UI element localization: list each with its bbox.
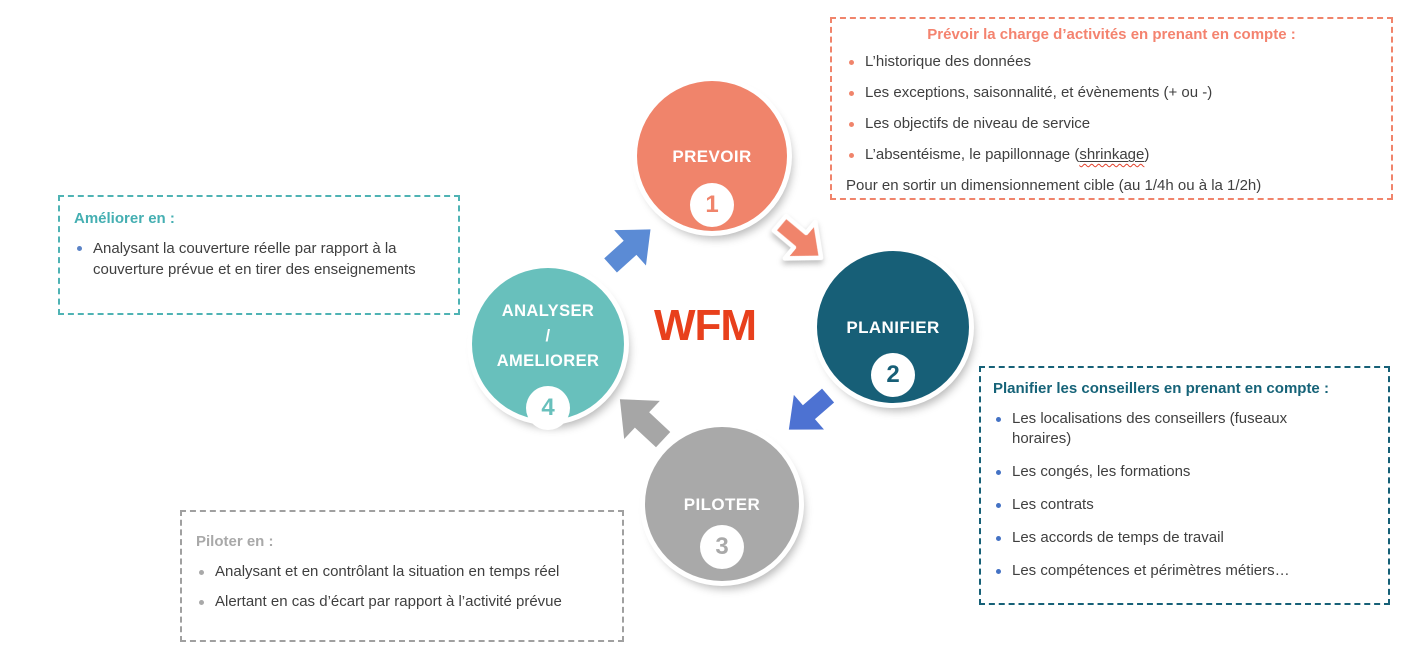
- bullet-text: Les compétences et périmètres métiers…: [1012, 562, 1290, 579]
- step-label-line: AMELIORER: [496, 351, 600, 370]
- note-planifier: Planifier les conseillers en prenant en …: [979, 366, 1390, 605]
- step-circle-planifier: PLANIFIER 2: [817, 251, 969, 403]
- step-label: PREVOIR: [672, 146, 752, 166]
- step-label-line: ANALYSER: [501, 301, 595, 320]
- note-title: Prévoir la charge d’activités en prenant…: [927, 26, 1296, 43]
- bullet-text: Les contrats: [1012, 496, 1094, 513]
- note-title: Améliorer en :: [74, 210, 175, 227]
- list-item: Alertant en cas d’écart par rapport à l’…: [196, 592, 608, 612]
- bullet-text-segment: ): [1144, 146, 1150, 163]
- list-item: Les congés, les formations: [993, 462, 1376, 482]
- step-circle-piloter: PILOTER 3: [645, 427, 799, 581]
- step-label: ANALYSER / AMELIORER: [497, 299, 600, 374]
- bullet-dot-icon: [996, 569, 1001, 574]
- arrow-planifier-to-piloter-icon: [767, 372, 849, 454]
- list-item: Les exceptions, saisonnalité, et évèneme…: [846, 83, 1377, 102]
- list-item: L’historique des données: [846, 52, 1377, 71]
- arrow-piloter-to-analyser-icon: [594, 372, 687, 465]
- step-number-badge: 2: [871, 353, 915, 397]
- arrow-analyser-to-prevoir-icon: [589, 205, 674, 290]
- bullet-dot-icon: [849, 60, 854, 65]
- misspelled-word: shrinkage: [1079, 146, 1145, 163]
- step-label: PILOTER: [683, 494, 761, 514]
- note-title: Planifier les conseillers en prenant en …: [993, 380, 1329, 397]
- bullet-dot-icon: [849, 91, 854, 96]
- list-item: Analysant et en contrôlant la situation …: [196, 562, 608, 582]
- bullet-text: Les localisations des conseillers (fusea…: [1012, 410, 1288, 447]
- step-circle-analyser-ameliorer: ANALYSER / AMELIORER 4: [472, 268, 624, 430]
- bullet-dot-icon: [996, 470, 1001, 475]
- bullet-dot-icon: [849, 153, 854, 158]
- list-item: L’absentéisme, le papillonnage (shrinkag…: [846, 145, 1377, 164]
- step-label-line: /: [545, 326, 551, 345]
- bullet-text: L’historique des données: [865, 53, 1031, 70]
- list-item: Les contrats: [993, 495, 1376, 515]
- step-number-badge: 1: [690, 183, 734, 227]
- step-label: PLANIFIER: [846, 317, 940, 337]
- note-bullet-list: Les localisations des conseillers (fusea…: [993, 409, 1376, 581]
- step-number-badge: 3: [700, 525, 744, 569]
- bullet-text: Les accords de temps de travail: [1012, 529, 1224, 546]
- list-item: Les compétences et périmètres métiers…: [993, 561, 1376, 581]
- bullet-text-segment: L’absentéisme, le papillonnage (: [865, 146, 1080, 163]
- center-title-wfm: WFM: [653, 301, 757, 350]
- bullet-text: Analysant et en contrôlant la situation …: [215, 563, 560, 580]
- bullet-text: Les objectifs de niveau de service: [865, 115, 1091, 132]
- note-bullet-list: Analysant et en contrôlant la situation …: [196, 562, 608, 612]
- bullet-dot-icon: [849, 122, 854, 127]
- note-footer: Pour en sortir un dimensionnement cible …: [846, 177, 1262, 194]
- note-bullet-list: L’historique des données Les exceptions,…: [846, 52, 1377, 164]
- bullet-dot-icon: [996, 536, 1001, 541]
- bullet-dot-icon: [199, 570, 204, 575]
- bullet-dot-icon: [199, 600, 204, 605]
- note-title: Piloter en :: [196, 533, 274, 550]
- bullet-dot-icon: [996, 503, 1001, 508]
- note-bullet-list: Analysant la couverture réelle par rappo…: [74, 238, 444, 280]
- step-circle-prevoir: PREVOIR 1: [637, 81, 787, 231]
- bullet-dot-icon: [996, 417, 1001, 422]
- bullet-dot-icon: [77, 246, 82, 251]
- bullet-text: Les exceptions, saisonnalité, et évèneme…: [865, 84, 1213, 101]
- bullet-text: Les congés, les formations: [1012, 463, 1191, 480]
- bullet-text: Analysant la couverture réelle par rappo…: [93, 240, 416, 278]
- bullet-text: Alertant en cas d’écart par rapport à l’…: [215, 593, 562, 610]
- step-number-badge: 4: [526, 386, 570, 430]
- list-item: Analysant la couverture réelle par rappo…: [74, 238, 444, 280]
- bullet-text: L’absentéisme, le papillonnage (shrinkag…: [865, 145, 1149, 164]
- note-prevoir: Prévoir la charge d’activités en prenant…: [830, 17, 1393, 200]
- arrow-prevoir-to-planifier-icon: [759, 199, 844, 284]
- list-item: Les objectifs de niveau de service: [846, 114, 1377, 133]
- note-piloter: Piloter en : Analysant et en contrôlant …: [180, 510, 624, 642]
- list-item: Les accords de temps de travail: [993, 528, 1376, 548]
- note-ameliorer: Améliorer en : Analysant la couverture r…: [58, 195, 460, 315]
- list-item: Les localisations des conseillers (fusea…: [993, 409, 1376, 449]
